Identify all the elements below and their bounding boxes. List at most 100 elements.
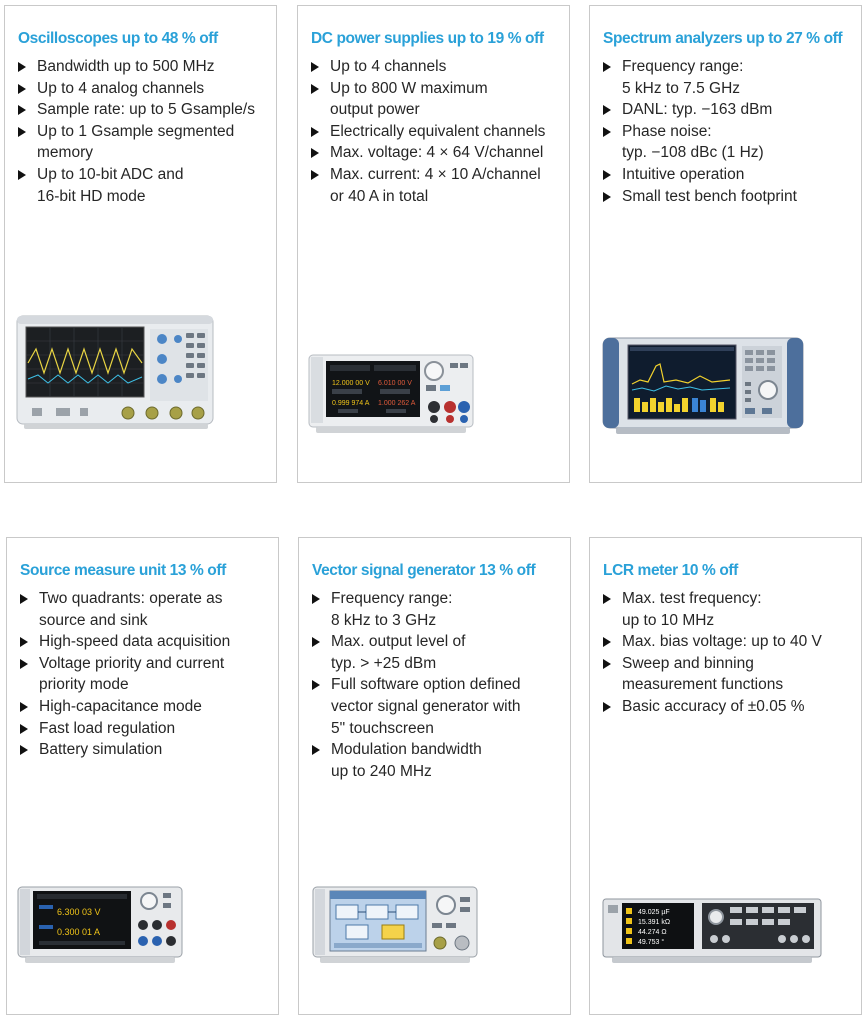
list-item-text: Max. current: 4 × 10 A/channel	[330, 165, 541, 183]
bullet-triangle-icon	[603, 191, 611, 202]
screen-readout: 49.025 µF	[638, 909, 670, 916]
list-item: DANL: typ. −163 dBm	[602, 99, 797, 121]
offer-card-spectrum-analyzers: Spectrum analyzers up to 27 % off Freque…	[589, 5, 862, 483]
list-item: Up to 4 analog channels	[17, 78, 255, 100]
bullet-triangle-icon	[20, 594, 28, 604]
list-item-text: memory	[37, 144, 93, 162]
list-item-text: typ. > +25 dBm	[331, 654, 437, 672]
list-item-text: Intuitive operation	[622, 165, 745, 183]
source-measure-unit-image: 6.300 03 V 0.300 01 A	[17, 881, 185, 965]
bullet-triangle-icon	[18, 126, 26, 137]
lcr-meter-image: 49.025 µF 15.391 kΩ 44.274 Ω 49.753 °	[602, 895, 822, 967]
offer-card-source-measure-unit: Source measure unit 13 % off Two quadran…	[6, 537, 279, 1015]
list-item-text: 16-bit HD mode	[37, 187, 146, 205]
list-item-text: Phase noise:	[622, 122, 712, 140]
list-item-text: Up to 800 W maximum	[330, 79, 488, 97]
bullet-triangle-icon	[603, 658, 611, 669]
list-item-text: 5" touchscreen	[331, 719, 434, 737]
power-supply-image: 12.000 00 V 6.010 00 V 0.999 974 A 1.000…	[308, 353, 476, 435]
feature-list: Up to 4 channels Up to 800 W maximum outpu…	[310, 56, 545, 207]
list-item-text: Frequency range:	[331, 590, 453, 607]
screen-readout: 15.391 kΩ	[638, 919, 670, 926]
card-title: LCR meter 10 % off	[603, 562, 738, 579]
list-item-text: Sweep and binning	[622, 654, 754, 672]
bullet-triangle-icon	[603, 169, 611, 180]
list-item-text: Up to 10-bit ADC and	[37, 165, 184, 183]
list-item-text: source and sink	[39, 611, 148, 629]
bullet-triangle-icon	[18, 169, 26, 180]
list-item: Max. bias voltage: up to 40 V	[602, 631, 822, 653]
list-item: Bandwidth up to 500 MHz	[17, 56, 255, 78]
bullet-triangle-icon	[603, 105, 611, 116]
list-item: Intuitive operation	[602, 164, 797, 186]
list-item-text: or 40 A in total	[330, 187, 429, 205]
bullet-triangle-icon	[312, 594, 320, 604]
list-item-text: Max. bias voltage: up to 40 V	[622, 633, 822, 651]
list-item-text: DANL: typ. −163 dBm	[622, 101, 773, 119]
feature-list: Bandwidth up to 500 MHz Up to 4 analog ch…	[17, 56, 255, 207]
list-item-text: Modulation bandwidth	[331, 741, 482, 759]
offer-card-vector-signal-generator: Vector signal generator 13 % off Frequen…	[298, 537, 571, 1015]
list-item: Max. test frequency:up to 10 MHz	[602, 588, 822, 631]
bullet-triangle-icon	[603, 126, 611, 137]
list-item: Up to 800 W maximum output power	[310, 78, 545, 121]
list-item-text: Bandwidth up to 500 MHz	[37, 58, 215, 75]
bullet-triangle-icon	[20, 637, 28, 648]
list-item: Up to 10-bit ADC and 16-bit HD mode	[17, 164, 255, 207]
list-item-text: Up to 1 Gsample segmented	[37, 122, 235, 140]
list-item: Small test bench footprint	[602, 186, 797, 208]
list-item: Up to 4 channels	[310, 56, 545, 78]
list-item: Phase noise: typ. −108 dBc (1 Hz)	[602, 121, 797, 164]
list-item: Electrically equivalent channels	[310, 121, 545, 143]
list-item-text: up to 240 MHz	[331, 762, 432, 780]
offer-card-dc-power-supplies: DC power supplies up to 19 % off Up to 4…	[297, 5, 570, 483]
list-item-text: Small test bench footprint	[622, 187, 797, 205]
oscilloscope-image	[16, 313, 216, 431]
card-title: DC power supplies up to 19 % off	[311, 30, 544, 47]
list-item-text: up to 10 MHz	[622, 611, 715, 629]
list-item-text: Basic accuracy of ±0.05 %	[622, 697, 805, 715]
bullet-triangle-icon	[311, 126, 319, 137]
list-item: Max. current: 4 × 10 A/channel or 40 A in…	[310, 164, 545, 207]
bullet-triangle-icon	[603, 701, 611, 712]
list-item: Frequency range:5 kHz to 7.5 GHz	[602, 56, 797, 99]
card-title: Vector signal generator 13 % off	[312, 562, 536, 579]
screen-readout: 6.010 00 V	[378, 380, 412, 387]
bullet-triangle-icon	[311, 62, 319, 72]
bullet-triangle-icon	[20, 745, 28, 756]
bullet-triangle-icon	[311, 83, 319, 94]
list-item-text: priority mode	[39, 676, 129, 694]
bullet-triangle-icon	[18, 83, 26, 94]
bullet-triangle-icon	[20, 723, 28, 734]
list-item: High-speed data acquisition	[19, 631, 230, 653]
list-item-text: Battery simulation	[39, 741, 163, 759]
list-item-text: output power	[330, 101, 420, 119]
screen-readout: 44.274 Ω	[638, 929, 667, 936]
list-item-text: High-speed data acquisition	[39, 633, 231, 651]
list-item: High-capacitance mode	[19, 696, 230, 718]
list-item-text: vector signal generator with	[331, 697, 521, 715]
offer-card-oscilloscopes: Oscilloscopes up to 48 % off Bandwidth u…	[4, 5, 277, 483]
bullet-triangle-icon	[312, 680, 320, 691]
list-item-text: Frequency range:	[622, 58, 744, 75]
list-item-text: Up to 4 channels	[330, 58, 447, 75]
list-item: Up to 1 Gsample segmented memory	[17, 121, 255, 164]
bullet-triangle-icon	[312, 745, 320, 756]
screen-readout: 0.999 974 A	[332, 400, 370, 407]
list-item-text: 8 kHz to 3 GHz	[331, 611, 437, 629]
screen-readout: 49.753 °	[638, 938, 664, 946]
bullet-triangle-icon	[18, 62, 26, 72]
list-item-text: Up to 4 analog channels	[37, 79, 205, 97]
list-item-text: Max. voltage: 4 × 64 V/channel	[330, 144, 544, 162]
bullet-triangle-icon	[603, 637, 611, 648]
list-item-text: typ. −108 dBc (1 Hz)	[622, 144, 764, 162]
card-title: Spectrum analyzers up to 27 % off	[603, 30, 843, 47]
